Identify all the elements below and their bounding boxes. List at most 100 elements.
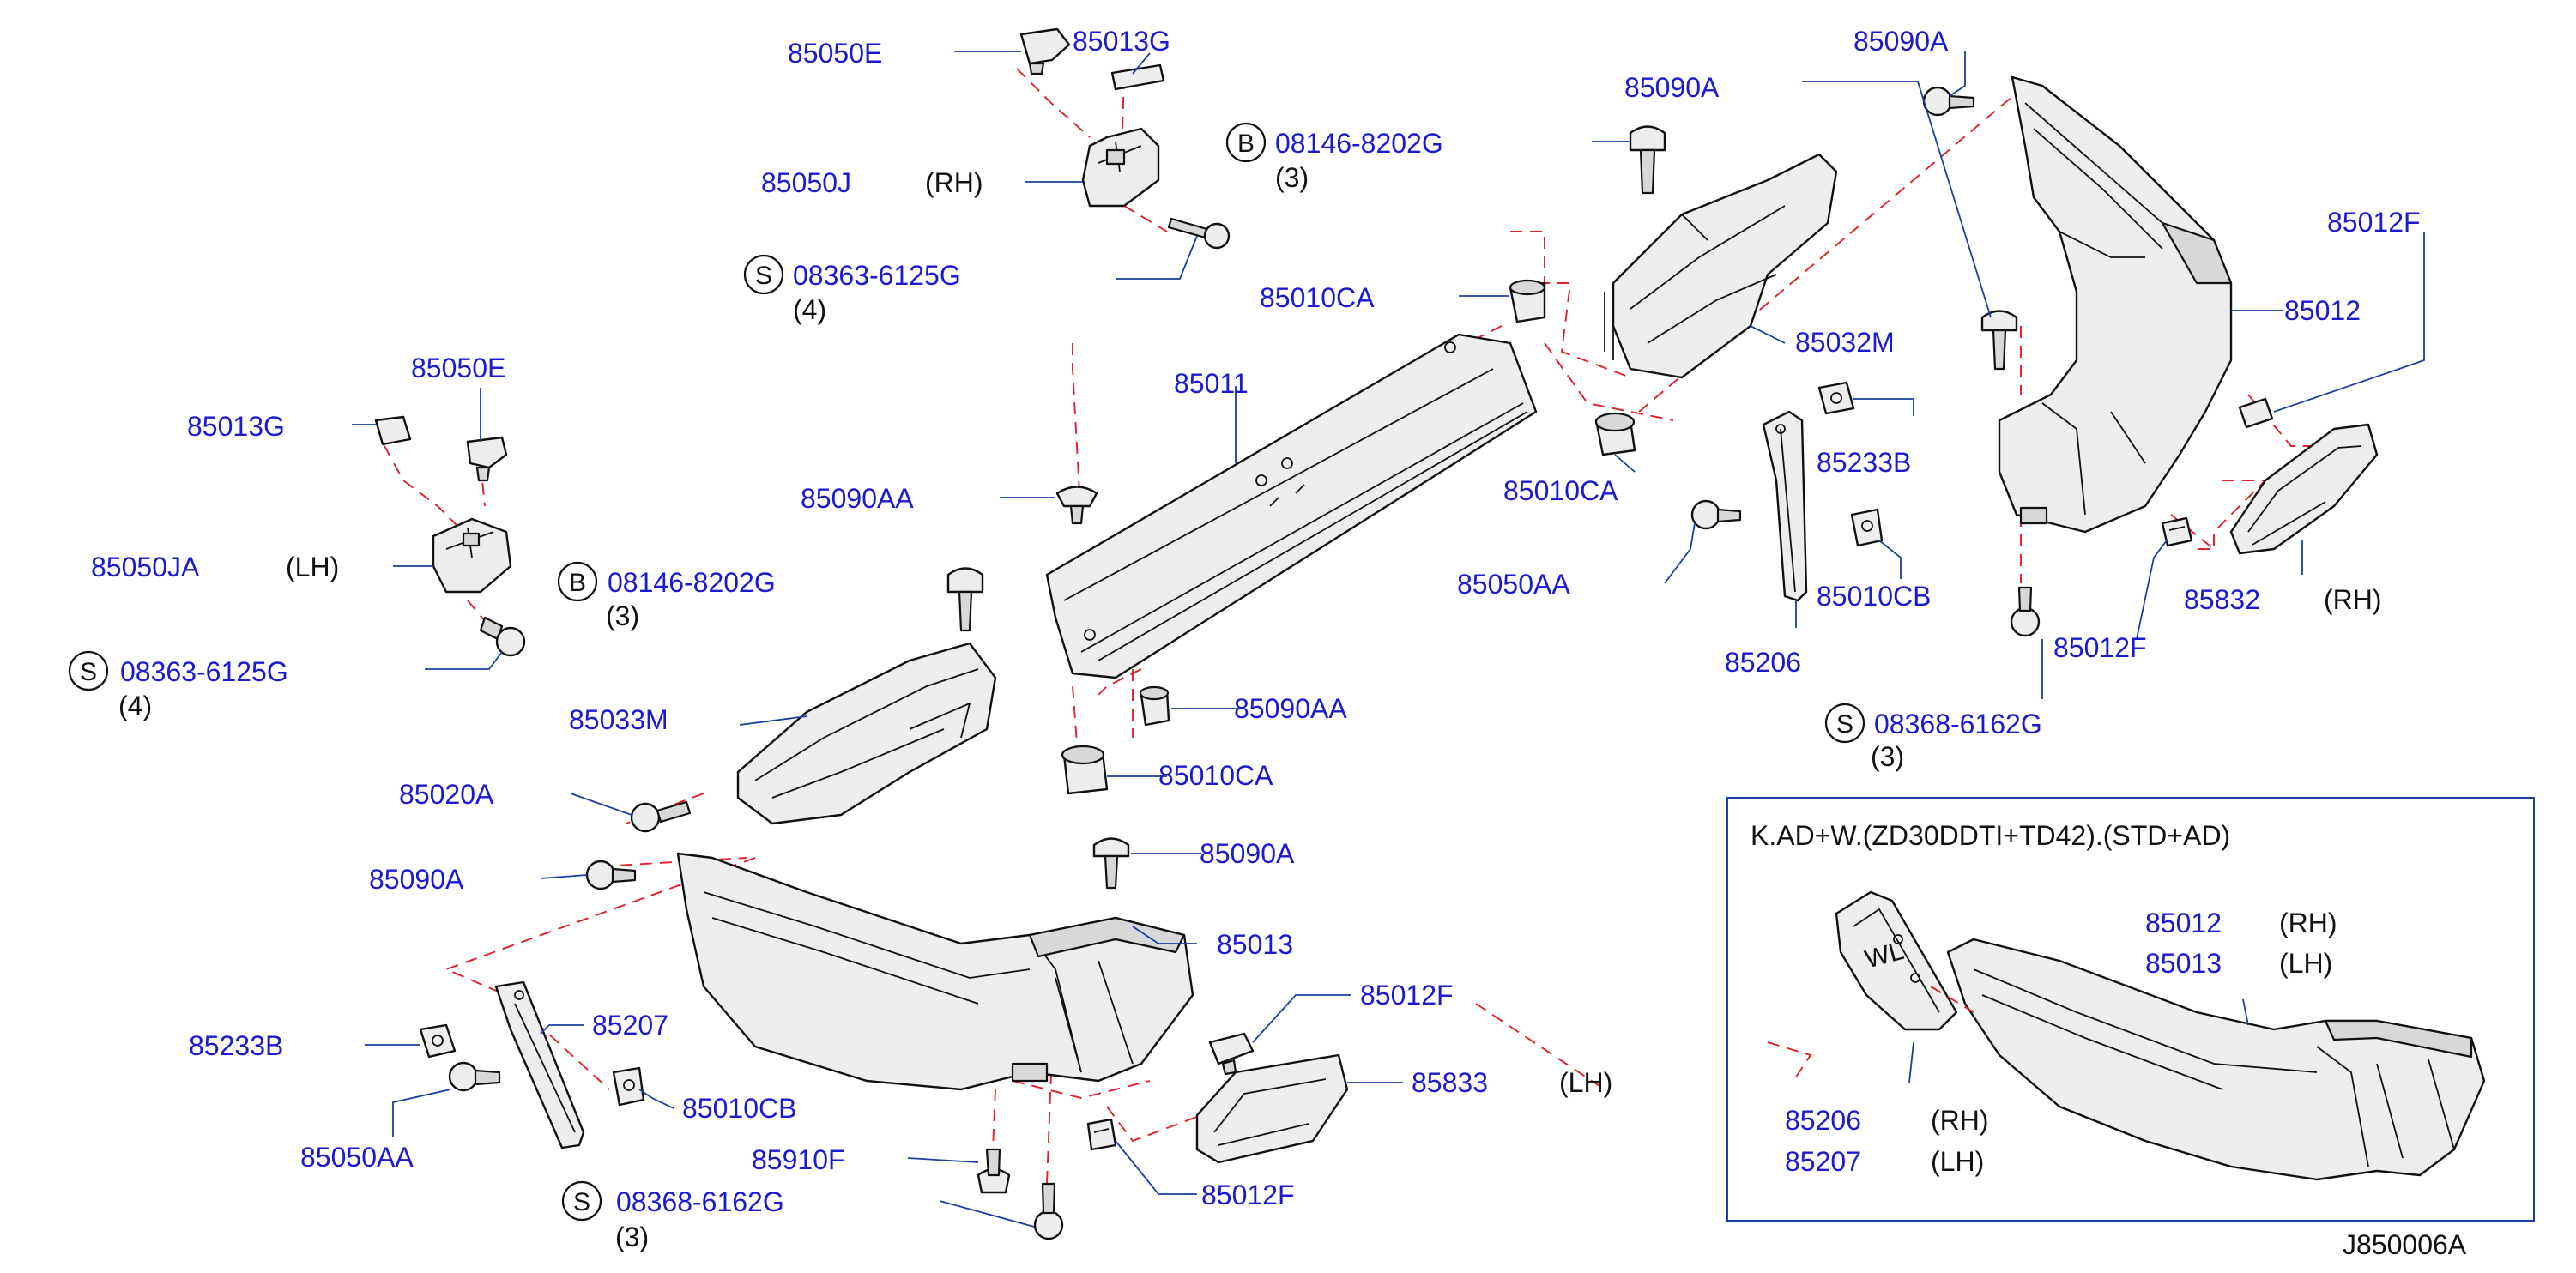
qualifier-85050j: (RH) <box>925 167 983 198</box>
s-symbol-right <box>1824 703 1865 744</box>
clip-85012f-mid-shape <box>1208 1032 1255 1076</box>
qty-08363-left: (4) <box>118 691 152 721</box>
label-85050aa-right: 85050AA <box>1457 569 1570 600</box>
label-85910f: 85910F <box>752 1144 845 1175</box>
label-85013g-left: 85013G <box>187 411 285 442</box>
bolt-85020a-shape <box>630 800 692 833</box>
nut-85010ca-a-shape <box>1509 279 1546 323</box>
clip-85090aa-a-shape <box>1055 486 1098 525</box>
clip-85050e-left-shape <box>466 436 508 482</box>
qualifier-85833: (LH) <box>1559 1067 1612 1098</box>
bolt-85090a-mid-shape <box>1980 310 2018 371</box>
inset-label-85206: 85206 <box>1785 1105 1861 1136</box>
s-symbol-right-text: S <box>1836 710 1853 739</box>
leader-lines <box>352 51 2425 1228</box>
label-85010ca-b: 85010CA <box>1503 475 1618 506</box>
qualifier-85050ja: (LH) <box>286 552 339 582</box>
clip-85012f-right-shape <box>2238 397 2274 429</box>
label-85033m: 85033M <box>569 704 668 735</box>
label-85050aa-left: 85050AA <box>300 1142 414 1173</box>
label-85010cb-left: 85010CB <box>682 1093 796 1124</box>
label-85050j: 85050J <box>761 167 851 198</box>
inset-bumper-shape <box>1946 938 2486 1181</box>
s-symbol-bottom <box>561 1180 602 1222</box>
label-85012f-mid: 85012F <box>1360 980 1454 1011</box>
bracket-85050j-shape <box>1081 127 1160 208</box>
duct-85033m-shape <box>736 642 997 825</box>
label-85050e-left: 85050E <box>411 353 505 383</box>
qualifier-85832: (RH) <box>2324 584 2382 615</box>
clip-85012f-bottom-shape <box>1086 1118 1117 1151</box>
b-symbol-top <box>1225 122 1267 163</box>
inset-qualifier-85013: (LH) <box>2279 948 2332 979</box>
nut-85010cb-right-shape <box>1850 508 1884 547</box>
bumper-85012-shape <box>1998 75 2233 534</box>
bolt-08363-left-shape <box>479 616 526 657</box>
label-85233b-right: 85233B <box>1817 447 1911 478</box>
label-85020a: 85020A <box>399 779 494 810</box>
label-85090a-lower: 85090A <box>1200 838 1295 869</box>
s-symbol-left-text: S <box>80 658 97 686</box>
label-08363-left: 08363-6125G <box>120 656 288 687</box>
drawing-id: J850006A <box>2343 1229 2467 1260</box>
qty-08368-bottom: (3) <box>615 1222 649 1252</box>
inset-label-85013: 85013 <box>2145 948 2222 979</box>
label-08368-right: 08368-6162G <box>1874 709 2042 739</box>
label-85207: 85207 <box>592 1010 668 1041</box>
label-85010ca-c: 85010CA <box>1158 760 1273 791</box>
bolt-08146-left-shape <box>946 567 984 632</box>
bumper-85013-shape <box>676 852 1194 1091</box>
clip-85910f-shape <box>977 1148 1011 1194</box>
label-85050e-top: 85050E <box>788 38 882 69</box>
label-85206: 85206 <box>1725 647 1801 678</box>
label-85012f-right: 85012F <box>2327 207 2421 238</box>
inset-title: K.AD+W.(ZD30DDTI+TD42).(STD+AD) <box>1751 820 2230 851</box>
bracket-85050ja-shape <box>432 517 512 594</box>
label-85090a-left: 85090A <box>369 864 464 895</box>
label-85233b-left: 85233B <box>189 1030 283 1061</box>
inset-qualifier-85207: (LH) <box>1931 1146 1984 1177</box>
bolt-08146-top-shape <box>1629 125 1666 195</box>
nut-85010ca-b-shape <box>1594 412 1636 456</box>
inset-qualifier-85012: (RH) <box>2279 908 2337 938</box>
bolt-85050aa-right-shape <box>1690 499 1742 530</box>
label-85010cb-right: 85010CB <box>1817 581 1931 612</box>
duct-85032m-shape <box>1604 153 1838 379</box>
b-symbol-top-text: B <box>1237 130 1255 158</box>
variant-inset: K.AD+W.(ZD30DDTI+TD42).(STD+AD) WL 85012… <box>1726 797 2535 1222</box>
bolt-85090a-left-shape <box>585 860 637 890</box>
label-08146-left: 08146-8202G <box>608 567 776 598</box>
parts-artwork <box>374 27 2379 1240</box>
label-85832: 85832 <box>2184 584 2260 615</box>
label-85013g-top: 85013G <box>1073 26 1170 57</box>
qty-08363-top: (4) <box>793 294 826 325</box>
b-symbol-left-text: B <box>569 569 586 597</box>
label-08146-top: 08146-8202G <box>1275 128 1443 159</box>
qty-08146-top: (3) <box>1275 162 1309 193</box>
inset-label-85207: 85207 <box>1785 1146 1861 1177</box>
callout-symbols: B S B S S S <box>68 122 1865 1222</box>
s-symbol-top-text: S <box>755 262 772 290</box>
clip-85090aa-b-shape <box>1139 685 1170 727</box>
label-85012f-bottom: 85012F <box>1201 1179 1295 1210</box>
label-85090a-mid: 85090A <box>1624 72 1720 103</box>
stay-85207-shape <box>494 980 585 1149</box>
s-symbol-bottom-text: S <box>573 1188 590 1216</box>
seal-85013g-left-shape <box>374 415 412 446</box>
clip-85233b-right-shape <box>1817 381 1855 415</box>
label-85090a-topright: 85090A <box>1853 26 1949 57</box>
label-85010ca-a: 85010CA <box>1260 282 1375 313</box>
bolt-08368-bottom-shape <box>1033 1182 1064 1240</box>
finisher-85833-shape <box>1195 1053 1349 1164</box>
seal-85013g-top-shape <box>1110 63 1165 91</box>
finisher-85832-shape <box>2229 423 2379 555</box>
bolt-85050aa-left-shape <box>448 1061 501 1092</box>
label-85032m: 85032M <box>1795 327 1895 358</box>
label-85050ja: 85050JA <box>91 552 200 582</box>
label-85090aa-a: 85090AA <box>801 483 914 514</box>
stay-85206-shape <box>1762 410 1808 602</box>
label-08363-top: 08363-6125G <box>793 260 961 291</box>
label-08368-bottom: 08368-6162G <box>616 1186 784 1217</box>
inset-label-85012: 85012 <box>2145 908 2222 938</box>
